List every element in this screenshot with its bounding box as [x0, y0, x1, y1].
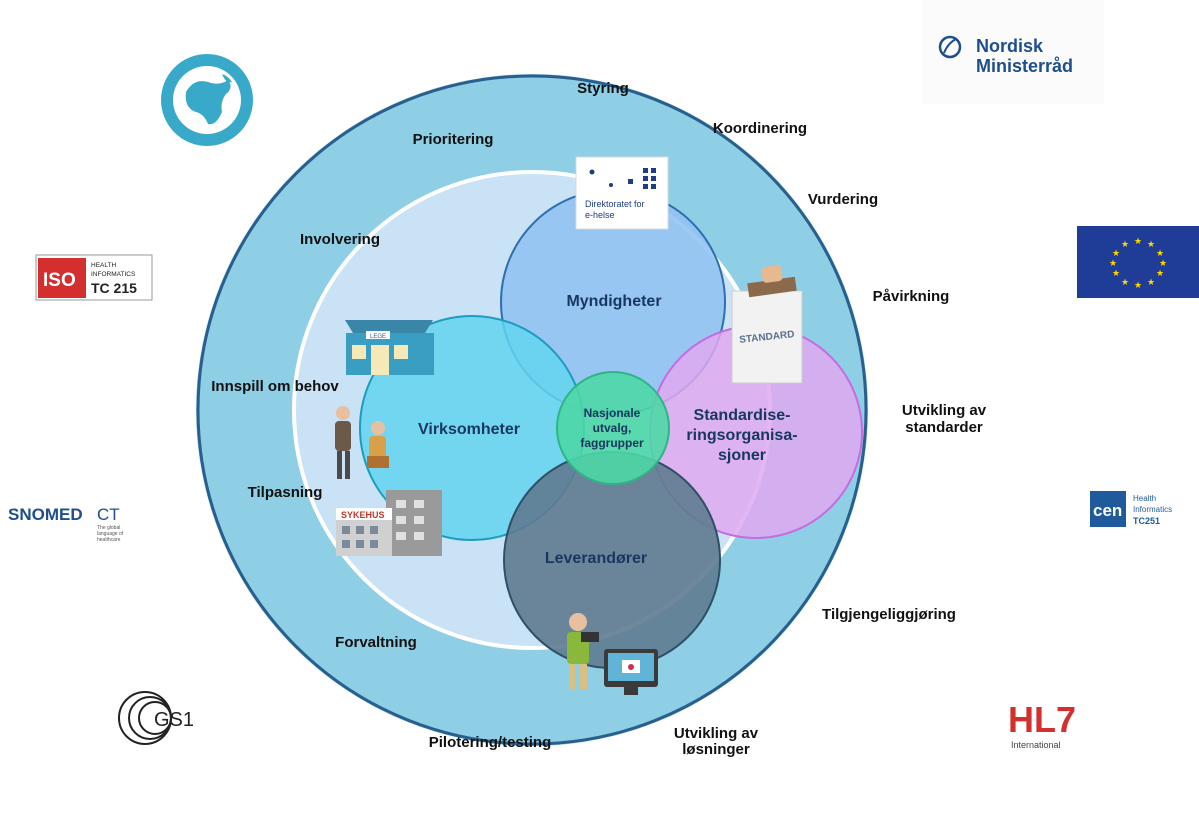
label-utvikling-losninger-2: løsninger — [682, 741, 750, 758]
eu-star-icon: ★ — [1121, 240, 1129, 250]
lege-building-illustration: LEGE — [345, 320, 434, 375]
label-standard-1: Standardise- — [694, 407, 791, 424]
label-tilpasning: Tilpasning — [248, 484, 323, 501]
standard-stamp-illustration: STANDARD — [731, 265, 803, 384]
eu-star-icon: ★ — [1112, 269, 1120, 279]
cen-mark: cen — [1093, 501, 1122, 520]
iso-tc215-logo: ISO HEALTH INFORMATICS TC 215 — [35, 254, 153, 301]
elderly-people-illustration — [335, 406, 389, 479]
label-pavirkning: Påvirkning — [873, 288, 950, 305]
cen-text-2: Informatics — [1133, 505, 1172, 514]
cen-text-3: TC251 — [1133, 516, 1160, 526]
label-nasjonale-2: utvalg, — [593, 421, 632, 435]
label-standard-2: ringsorganisa- — [686, 427, 797, 444]
direktoratet-text-2: e-helse — [585, 210, 615, 220]
eu-star-icon: ★ — [1109, 259, 1117, 269]
eu-star-icon: ★ — [1121, 278, 1129, 288]
direktoratet-text-1: Direktoratet for — [585, 199, 645, 209]
lege-text: LEGE — [370, 334, 386, 340]
snomed-ct-text: CT — [97, 505, 120, 524]
label-involvering: Involvering — [300, 231, 380, 248]
sykehus-building-illustration: SYKEHUS — [336, 490, 442, 556]
iso-line-2: INFORMATICS — [91, 271, 136, 278]
label-utvikling-losninger-1: Utvikling av — [674, 725, 759, 742]
direktoratet-logo: Direktoratet for e-helse — [575, 156, 669, 230]
label-utvikling-standarder-1: Utvikling av — [902, 402, 987, 419]
hl7-logo: HL7 International — [1008, 699, 1076, 750]
snomed-tagline-1: The global — [97, 525, 120, 531]
gs1-text: GS1 — [154, 709, 194, 731]
label-styring: Styring — [577, 80, 629, 97]
label-nasjonale-3: faggrupper — [580, 436, 644, 450]
eu-star-icon: ★ — [1156, 249, 1164, 259]
label-leverandorer: Leverandører — [545, 550, 647, 567]
label-prioritering: Prioritering — [413, 131, 494, 148]
label-utvikling-standarder-2: standarder — [905, 419, 983, 436]
eu-star-icon: ★ — [1112, 249, 1120, 259]
label-standard-3: sjoner — [718, 447, 766, 464]
eu-star-icon: ★ — [1156, 269, 1164, 279]
label-koordinering: Koordinering — [713, 120, 807, 137]
nordisk-ministerrad-logo: Nordisk Ministerråd — [922, 0, 1104, 104]
eu-star-icon: ★ — [1147, 278, 1155, 288]
cen-tc251-logo: cen Health Informatics TC251 — [1090, 491, 1172, 527]
nordisk-text-2: Ministerråd — [976, 56, 1073, 76]
globe-icon — [161, 54, 253, 146]
eu-star-icon: ★ — [1147, 240, 1155, 250]
outer-ring-border — [196, 74, 868, 746]
sykehus-text: SYKEHUS — [341, 510, 385, 520]
cen-text-1: Health — [1133, 494, 1156, 503]
eu-star-icon: ★ — [1159, 259, 1167, 269]
label-nasjonale-1: Nasjonale — [584, 406, 641, 420]
gs1-logo: GS1 — [118, 691, 194, 745]
snomed-tagline-3: healthcare — [97, 537, 121, 543]
snomed-text: SNOMED — [8, 505, 83, 524]
iso-mark: ISO — [43, 270, 76, 291]
label-vurdering: Vurdering — [808, 191, 878, 208]
snomed-tagline-2: language of — [97, 531, 124, 537]
iso-line-1: HEALTH — [91, 262, 116, 269]
label-forvaltning: Forvaltning — [335, 634, 417, 651]
label-pilotering: Pilotering/testing — [429, 734, 552, 751]
circle-nasjonale — [556, 371, 670, 485]
snomed-ct-logo: SNOMED CT The global language of healthc… — [8, 505, 124, 543]
eu-flag-logo: ★ ★ ★ ★ ★ ★ ★ ★ ★ ★ ★ ★ — [1077, 226, 1199, 298]
hl7-subtext: International — [1011, 740, 1061, 750]
label-virksomheter: Virksomheter — [418, 421, 520, 438]
eu-star-icon: ★ — [1134, 237, 1142, 247]
nordisk-text-1: Nordisk — [976, 36, 1044, 56]
iso-line-3: TC 215 — [91, 280, 137, 296]
eu-star-icon: ★ — [1134, 281, 1142, 291]
developer-illustration — [567, 613, 658, 695]
label-innspill: Innspill om behov — [211, 378, 339, 395]
label-myndigheter: Myndigheter — [566, 293, 661, 310]
label-tilgjengeliggjoring: Tilgjengeliggjøring — [822, 606, 956, 623]
hl7-text: HL7 — [1008, 699, 1076, 740]
